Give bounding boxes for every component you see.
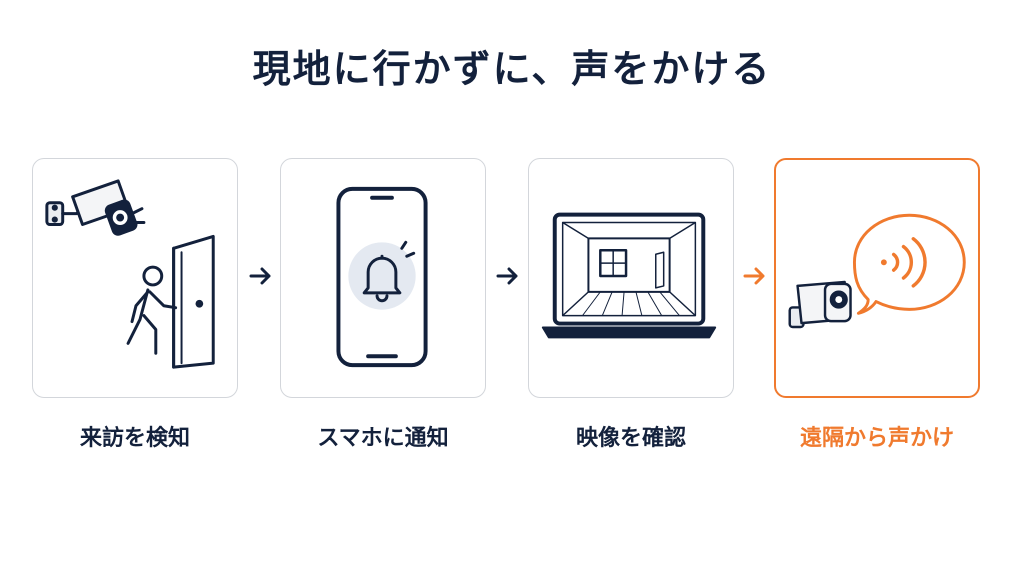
step-label-notify: スマホに通知: [317, 426, 449, 451]
step-card-detect: [32, 158, 238, 398]
laptop-room-view-icon: [541, 212, 717, 339]
arrow-right-icon: [496, 267, 518, 285]
camera-door-person-icon: [45, 179, 215, 369]
step-label-talk: 遠隔から声かけ: [799, 426, 954, 451]
arrow-right-icon: [743, 267, 765, 285]
step-card-view: [528, 158, 734, 398]
page-title: 現地に行かずに、声をかける: [252, 47, 772, 91]
smartphone-bell-icon: [336, 186, 428, 368]
camera-speech-sound-icon: [788, 213, 966, 329]
step-label-detect: 来訪を検知: [79, 426, 190, 451]
step-card-talk: [774, 158, 980, 398]
step-label-view: 映像を確認: [575, 426, 686, 451]
arrow-right-icon: [249, 267, 271, 285]
step-card-notify: [280, 158, 486, 398]
